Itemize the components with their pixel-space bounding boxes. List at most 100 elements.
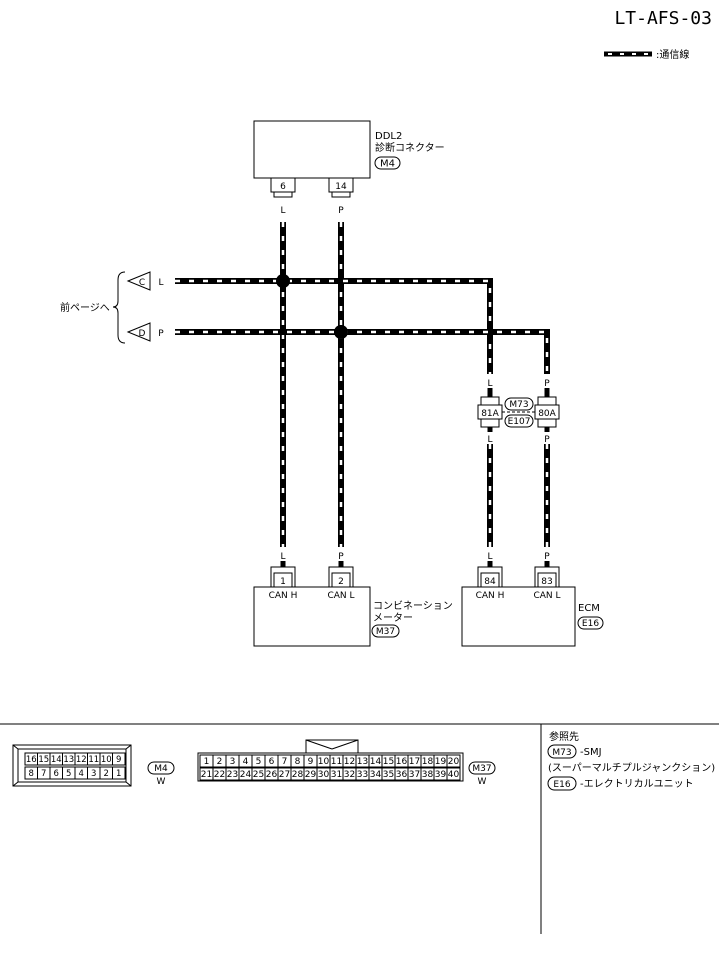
pin-number: 34 (370, 770, 382, 780)
pin-number: 27 (279, 770, 290, 780)
ecm-name: ECM (578, 603, 600, 614)
pin-number: 3 (91, 769, 96, 779)
ecm-pin-label-can-l: CAN L (533, 591, 560, 601)
pin-number: 7 (41, 769, 46, 779)
pin-number: 1 (116, 769, 121, 779)
meter-pin-label-can-h: CAN H (269, 591, 298, 601)
wire-color-label: L (280, 206, 285, 216)
meter-pin-label-can-l: CAN L (327, 591, 354, 601)
meter-connector: 1 2 CAN H CAN L コンビネーション メーター M37 (253, 566, 453, 647)
wire-p-horizontal (175, 329, 550, 374)
pin-number: 4 (243, 757, 249, 767)
wire-color-label: L (487, 435, 492, 445)
ecm-pin-84: 84 (484, 577, 496, 587)
ddl2-pin-14: 14 (335, 182, 347, 192)
joint-pin-80a: 80A (538, 409, 556, 419)
pin-number: 2 (217, 757, 223, 767)
meter-name1: コンビネーション (373, 600, 453, 612)
pin-number: 2 (104, 769, 109, 779)
pin-number: 15 (383, 757, 394, 767)
pin-number: 39 (435, 770, 447, 780)
pin-number: 14 (370, 757, 382, 767)
prev-page-refs: 前ページへ C L D P (60, 271, 166, 344)
reference-text-smj: -SMJ (580, 747, 602, 758)
pin-number: 9 (308, 757, 314, 767)
pin-number: 26 (266, 770, 278, 780)
pin-number: 10 (101, 755, 112, 765)
page-code: LT-AFS-03 (614, 8, 712, 29)
wire-color-label: P (544, 552, 550, 562)
pin-number: 28 (292, 770, 304, 780)
ecm-pin-label-can-h: CAN H (476, 591, 505, 601)
prev-ref-c: C (139, 278, 145, 288)
wire-color-label: P (338, 206, 344, 216)
legend: :通信線 (604, 48, 689, 61)
pin-number: 4 (79, 769, 84, 779)
pin-number: 12 (76, 755, 87, 765)
ddl2-name2: 診断コネクター (375, 141, 445, 154)
reference-code-e16: E16 (553, 780, 570, 790)
reference-title: 参照先 (549, 730, 579, 743)
ecm-connector: 84 83 CAN H CAN L ECM E16 (461, 566, 604, 647)
reference-code-m73: M73 (552, 748, 571, 758)
pin-number: 5 (256, 757, 262, 767)
joint-connector: L P 81A 80A M73 E107 L P (477, 376, 560, 445)
ddl2-connector: DDL2 診断コネクター M4 6 14 (253, 120, 445, 198)
reference-subtext-smj: (スーパーマルチプルジャンクション) (548, 762, 715, 774)
wire-l-horizontal (175, 278, 493, 374)
ecm-code: E16 (582, 619, 599, 629)
pin-number: 36 (396, 770, 408, 780)
pin-number: 20 (448, 757, 460, 767)
pin-number: 21 (201, 770, 212, 780)
pin-number: 35 (383, 770, 394, 780)
pin-number: 11 (331, 757, 342, 767)
meter-pin-2: 2 (338, 577, 344, 587)
pin-number: 33 (357, 770, 368, 780)
meter-pin-1: 1 (280, 577, 286, 587)
pin-number: 22 (214, 770, 225, 780)
pin-cell (112, 766, 126, 780)
pin-number: 17 (409, 757, 420, 767)
pin-number: 38 (422, 770, 434, 780)
pin-number: 16 (396, 757, 408, 767)
pin-number: 40 (448, 770, 460, 780)
meter-name2: メーター (373, 612, 413, 624)
m37-color: W (478, 777, 487, 787)
pin-number: 19 (435, 757, 447, 767)
m4-code: M4 (154, 764, 168, 774)
pin-number: 15 (38, 755, 49, 765)
m37-code: M37 (472, 764, 491, 774)
pin-cell (112, 752, 126, 766)
wire-color-label: P (158, 329, 164, 339)
ecm-pin-83: 83 (541, 577, 552, 587)
pin-number: 25 (253, 770, 264, 780)
ddl2-name1: DDL2 (375, 131, 402, 142)
pin-number: 29 (305, 770, 317, 780)
wire-color-label: L (487, 379, 492, 389)
legend-label: :通信線 (656, 48, 689, 61)
pin-cell (446, 767, 461, 781)
meter-code: M37 (376, 627, 395, 637)
wire-color-label: L (280, 552, 285, 562)
pin-number: 8 (295, 757, 301, 767)
pin-number: 5 (66, 769, 71, 779)
joint-code-e107: E107 (508, 417, 531, 427)
joint-pin-81a: 81A (481, 409, 499, 419)
splice-p (334, 325, 348, 339)
pin-number: 16 (26, 755, 37, 765)
pin-number: 1 (204, 757, 210, 767)
pin-number: 31 (331, 770, 342, 780)
wire-color-label: P (544, 435, 550, 445)
pin-number: 37 (409, 770, 420, 780)
m4-color: W (157, 777, 166, 787)
pin-number: 9 (116, 755, 121, 765)
pin-number: 7 (282, 757, 288, 767)
pin-number: 6 (54, 769, 59, 779)
pin-number: 14 (51, 755, 62, 765)
splice-l (276, 274, 290, 288)
pin-number: 32 (344, 770, 355, 780)
wire-color-label: L (487, 552, 492, 562)
pin-number: 6 (269, 757, 275, 767)
